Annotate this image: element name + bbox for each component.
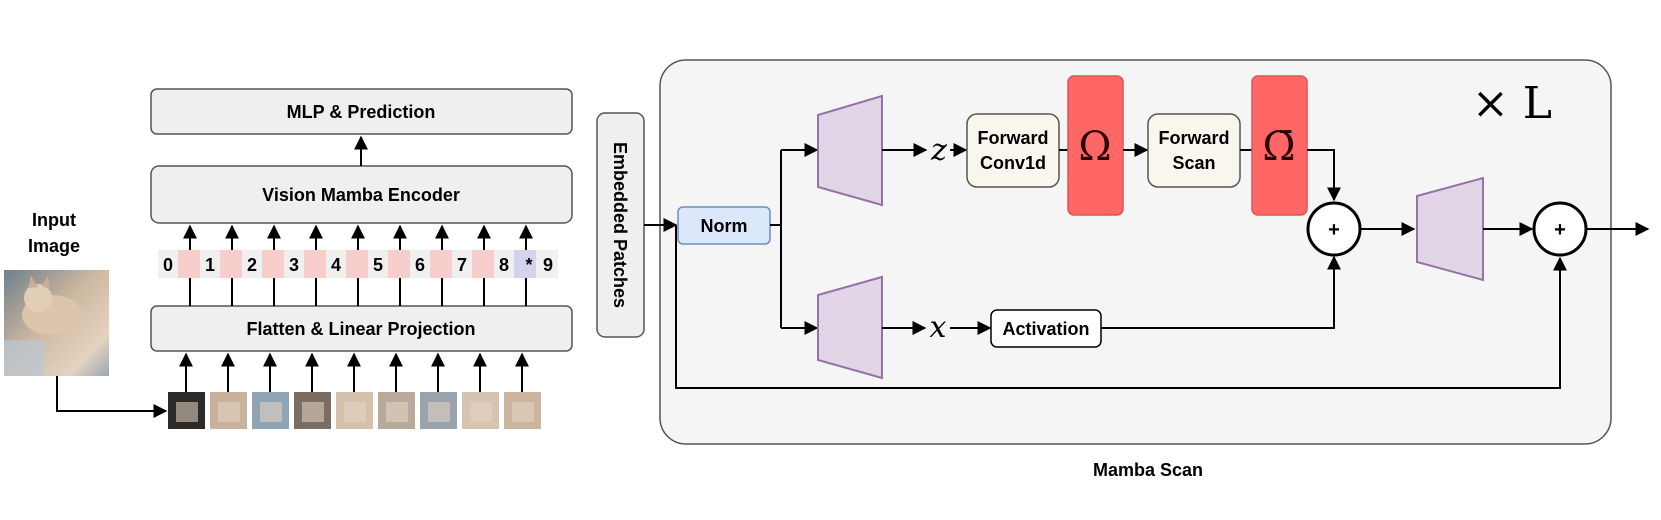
token-index-label: 8 <box>499 255 509 275</box>
lower-linear-projection <box>817 275 883 380</box>
patch-token-embedding <box>304 250 326 278</box>
token-index-label: 5 <box>373 255 383 275</box>
omega-block: Ω <box>1067 75 1124 216</box>
image-patch-detail <box>302 402 324 422</box>
plus-symbol-1: + <box>1328 219 1340 241</box>
input-image-label-line1: Input <box>32 210 76 230</box>
token-row: 0 1 2 3 4 5 6 7 8 * 9 <box>158 224 558 306</box>
residual-add-node: + <box>1532 201 1588 257</box>
patch-token-embedding <box>262 250 284 278</box>
scan-label-line1: Forward <box>1158 128 1229 148</box>
multiply-gate-node: + <box>1306 201 1362 257</box>
image-patches <box>168 352 541 429</box>
patch-token-embedding <box>178 250 200 278</box>
norm-label: Norm <box>700 216 747 236</box>
omega-bar-block: Ω̄ <box>1251 75 1308 216</box>
patch-token-embedding <box>472 250 494 278</box>
conv-label-line1: Forward <box>977 128 1048 148</box>
patch-token-embedding <box>388 250 410 278</box>
norm-block: Norm <box>677 206 771 245</box>
token-index-label: * <box>525 255 532 275</box>
token-index-label: 2 <box>247 255 257 275</box>
token-index-bg <box>284 250 304 278</box>
omega-bar-to-plus-arrow <box>1307 149 1341 202</box>
token-index-label: 1 <box>205 255 215 275</box>
token-index-bg <box>242 250 262 278</box>
image-to-patches-arrow <box>56 376 168 418</box>
encoder-label: Vision Mamba Encoder <box>262 185 460 205</box>
output-linear-projection <box>1416 176 1484 282</box>
token-index-label: 7 <box>457 255 467 275</box>
forward-scan-block: Forward Scan <box>1147 113 1241 188</box>
mlp-label: MLP & Prediction <box>287 102 436 122</box>
activation-to-plus-arrow <box>1101 255 1341 329</box>
patch-token-embedding <box>220 250 242 278</box>
mamba-scan-panel <box>659 59 1612 445</box>
repeat-label: × L <box>1472 78 1552 129</box>
plus-symbol-2: + <box>1554 219 1566 241</box>
conv-label-line2: Conv1d <box>980 153 1046 173</box>
x-symbol: x <box>930 310 947 345</box>
patch-token-embedding <box>346 250 368 278</box>
omega-bar-symbol: Ω̄ <box>1262 124 1295 170</box>
encoder-block: Vision Mamba Encoder <box>150 165 573 224</box>
mamba-scan-title: Mamba Scan <box>1093 460 1203 480</box>
norm-split-lines <box>770 149 816 329</box>
token-index-label: 4 <box>331 255 341 275</box>
image-patch-detail <box>260 402 282 422</box>
projection-block: Flatten & Linear Projection <box>150 305 573 352</box>
input-image-label-line2: Image <box>28 236 80 256</box>
token-index-bg <box>452 250 472 278</box>
token-index-label: 3 <box>289 255 299 275</box>
patch-token-embedding <box>430 250 452 278</box>
scan-label-line2: Scan <box>1172 153 1215 173</box>
token-index-bg <box>410 250 430 278</box>
token-index-label: 6 <box>415 255 425 275</box>
token-index-label: 0 <box>163 255 173 275</box>
image-patch-detail <box>512 402 534 422</box>
embedded-patches-label: Embedded Patches <box>610 142 630 308</box>
image-patch-detail <box>386 402 408 422</box>
image-patch-detail <box>470 402 492 422</box>
forward-conv1d-block: Forward Conv1d <box>966 113 1060 188</box>
input-image-caption: Input Image <box>28 210 80 256</box>
class-token-embedding <box>514 250 536 278</box>
residual-skip-arrow <box>675 225 1567 389</box>
image-patch-detail <box>176 402 198 422</box>
token-index-bg <box>200 250 220 278</box>
omega-symbol: Ω <box>1078 124 1111 170</box>
input-image <box>4 270 109 376</box>
image-patch-detail <box>218 402 240 422</box>
activation-label: Activation <box>1002 319 1089 339</box>
token-index-bg <box>158 250 178 278</box>
z-symbol: z <box>930 133 947 168</box>
token-index-bg <box>494 250 514 278</box>
activation-block: Activation <box>990 309 1102 348</box>
token-index-bg <box>368 250 388 278</box>
token-index-label: 9 <box>543 255 553 275</box>
projection-label: Flatten & Linear Projection <box>246 319 475 339</box>
image-patch-detail <box>428 402 450 422</box>
image-patch-detail <box>344 402 366 422</box>
token-index-bg <box>538 250 558 278</box>
upper-linear-projection <box>817 94 883 207</box>
token-index-bg <box>326 250 346 278</box>
mlp-block: MLP & Prediction <box>150 88 573 135</box>
embedded-patches-block: Embedded Patches <box>596 112 645 338</box>
